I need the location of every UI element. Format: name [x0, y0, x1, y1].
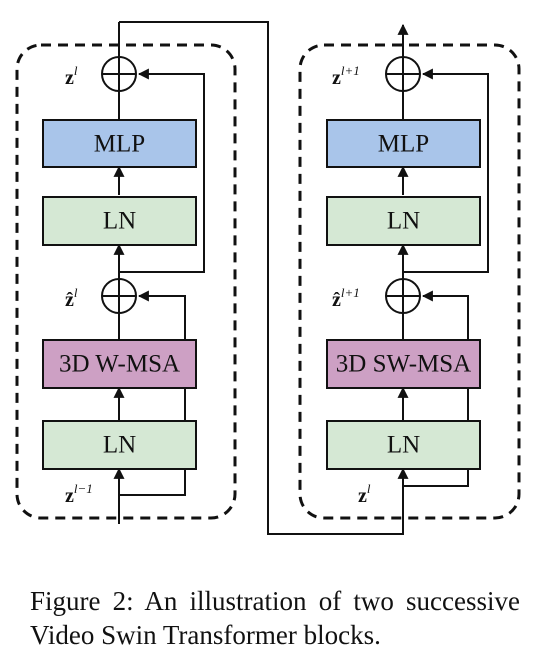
block-2-mid-var-sup: l+1: [341, 285, 360, 300]
block-1-input-var: zl−1: [65, 481, 93, 507]
block-2-dashed-border: [298, 43, 521, 520]
block-2-output-var: zl+1: [332, 63, 360, 89]
inter-block-connector: [119, 21, 409, 535]
block-1-mlp-box: [42, 119, 197, 168]
block-2-ln-lower-label: LN: [387, 432, 420, 459]
block-1-output-var: zl: [65, 63, 78, 89]
block-2-mid-var: ẑl+1: [332, 285, 360, 311]
block-2-attention-label: 3D SW-MSA: [336, 351, 471, 378]
block-2-mlp-label: MLP: [378, 131, 429, 158]
block-2-input-var: zl: [358, 481, 371, 507]
block-1-ln-lower-box: [42, 420, 197, 470]
block-2-output-var-sup: l+1: [341, 63, 360, 78]
block-2-input-var-base: z: [358, 485, 367, 507]
block-1-dashed-border: [15, 43, 237, 520]
block-1-add-lower-icon: [101, 278, 137, 314]
block-2-ln-upper-label: LN: [387, 208, 420, 235]
block-1-residual-lower: [119, 290, 186, 496]
figure-caption: Figure 2: An illustration of two success…: [30, 586, 520, 650]
block-1-mid-var-base: ẑ: [65, 289, 74, 311]
block-1-output-var-base: z: [65, 67, 74, 89]
block-1-residual-upper: [119, 68, 205, 273]
block-1-mlp-label: MLP: [94, 131, 145, 158]
transformer-block-2: MLP LN 3D SW-MSA LN zl+1 ẑl+1 zl: [298, 23, 521, 520]
block-1-ln-lower-label: LN: [103, 432, 136, 459]
block-1-ln-upper-label: LN: [103, 208, 136, 235]
block-1-attention-label: 3D W-MSA: [59, 351, 180, 378]
block-2-add-lower-icon: [385, 278, 421, 314]
block-2-attention-box: [326, 339, 481, 389]
block-2-residual-lower: [403, 290, 469, 487]
block-1-input-var-sup: l−1: [74, 481, 93, 496]
block-2-residual-upper: [403, 68, 489, 273]
block-2-ln-upper-box: [326, 196, 481, 246]
block-2-ln-lower-box: [326, 420, 481, 470]
block-1-mid-var: ẑl: [65, 285, 78, 311]
block-1-add-upper-icon: [101, 56, 137, 92]
block-1-attention-box: [42, 339, 197, 389]
block-1-ln-upper-box: [42, 196, 197, 246]
block-2-mlp-box: [326, 119, 481, 168]
block-2-add-upper-icon: [385, 56, 421, 92]
transformer-block-1: MLP LN 3D W-MSA LN zl ẑl zl−1: [15, 22, 237, 524]
block-1-mid-var-sup: l: [74, 285, 78, 300]
block-2-output-var-base: z: [332, 67, 341, 89]
block-2-input-var-sup: l: [367, 481, 371, 496]
block-2-mid-var-base: ẑ: [332, 289, 341, 311]
block-1-input-var-base: z: [65, 485, 74, 507]
block-1-output-var-sup: l: [74, 63, 78, 78]
